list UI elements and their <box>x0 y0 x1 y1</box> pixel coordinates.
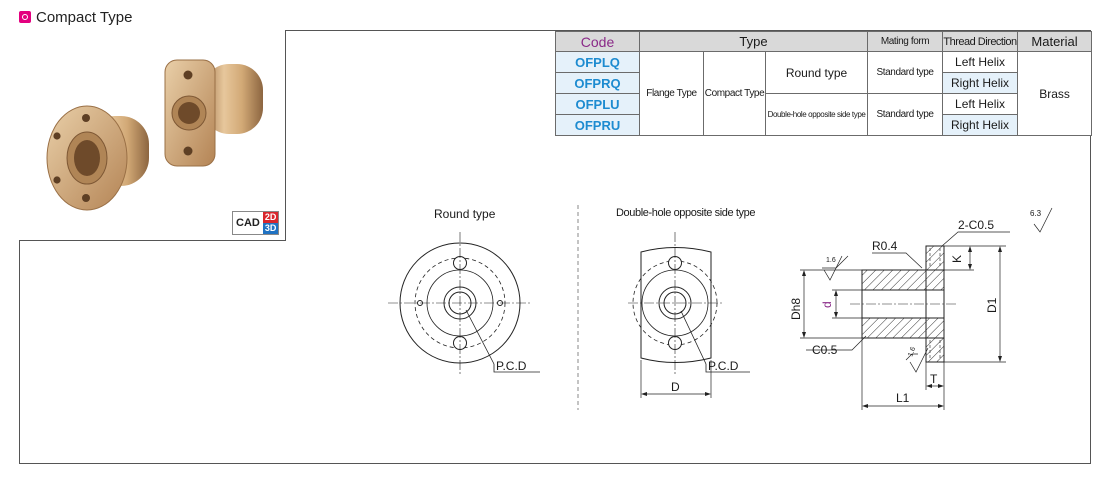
mating-form-cell: Standard type <box>867 51 944 94</box>
spec-table: Code Type Mating form Thread Direction M… <box>555 31 1093 136</box>
cad-label: CAD <box>236 217 260 229</box>
product-round <box>46 105 149 211</box>
r04-label: R0.4 <box>872 239 898 253</box>
table-row: OFPRU Right Helix <box>555 114 1092 136</box>
section-title: Compact Type <box>19 6 132 28</box>
section-arrowheads <box>802 246 1002 408</box>
roughness-b-label: 1.6 <box>907 346 917 358</box>
dh8-label: Dh8 <box>789 298 803 320</box>
product-photo-svg <box>46 59 263 211</box>
k-label: K <box>950 255 964 263</box>
header-thread-direction: Thread Direction <box>942 31 1019 52</box>
header-material: Material <box>1017 31 1093 52</box>
code-cell[interactable]: OFPRU <box>555 114 640 136</box>
product-double-hole <box>164 59 263 167</box>
round-type-title: Round type <box>434 207 496 221</box>
cad-badge[interactable]: CAD 2D 3D <box>232 211 280 235</box>
roughness-main-label: 6.3 <box>1030 209 1042 218</box>
table-row: OFPLQ Flange Type Compact Type Round typ… <box>555 51 1093 136</box>
cad-3d-badge[interactable]: 3D <box>262 223 279 234</box>
section-view-drawing <box>850 245 958 363</box>
material-cell: Brass <box>1017 51 1093 136</box>
round-pcd-label: P.C.D <box>496 359 527 373</box>
d-small-label: d <box>820 301 834 308</box>
mating-form-cell: Standard type <box>867 93 944 136</box>
type-round-cell: Round type <box>764 51 869 94</box>
round-type-drawing <box>388 232 540 374</box>
code-cell[interactable]: OFPRQ <box>555 72 640 94</box>
type-flange-cell: Flange Type <box>639 51 704 136</box>
table-row: OFPRQ Right Helix <box>555 72 1092 94</box>
header-type: Type <box>638 31 869 52</box>
content-frame <box>19 30 1091 464</box>
thread-direction-cell: Left Helix <box>942 93 1019 115</box>
thread-direction-cell: Right Helix <box>942 114 1019 136</box>
d1-label: D1 <box>985 297 999 313</box>
double-type-title: Double-hole opposite side type <box>616 207 756 219</box>
type-compact-cell: Compact Type <box>703 51 766 136</box>
cad-2d-badge[interactable]: 2D <box>262 212 279 223</box>
type-double-cell: Double-hole opposite side type <box>764 93 869 136</box>
thread-direction-cell: Right Helix <box>942 72 1019 94</box>
cad-dims: 2D 3D <box>262 212 279 234</box>
section-title-text: Compact Type <box>36 8 133 26</box>
c05-top-label: 2-C0.5 <box>958 218 994 232</box>
product-photo <box>19 30 286 241</box>
section-marker-icon <box>19 11 31 23</box>
c05-label: C0.5 <box>812 343 838 357</box>
l1-label: L1 <box>896 391 910 405</box>
double-type-drawing <box>628 232 750 398</box>
dim-d-label: D <box>671 380 680 394</box>
double-pcd-label: P.C.D <box>708 359 739 373</box>
t-label: T <box>930 372 938 386</box>
thread-direction-cell: Left Helix <box>942 51 1019 73</box>
roughness-a-label: 1.6 <box>826 257 836 264</box>
